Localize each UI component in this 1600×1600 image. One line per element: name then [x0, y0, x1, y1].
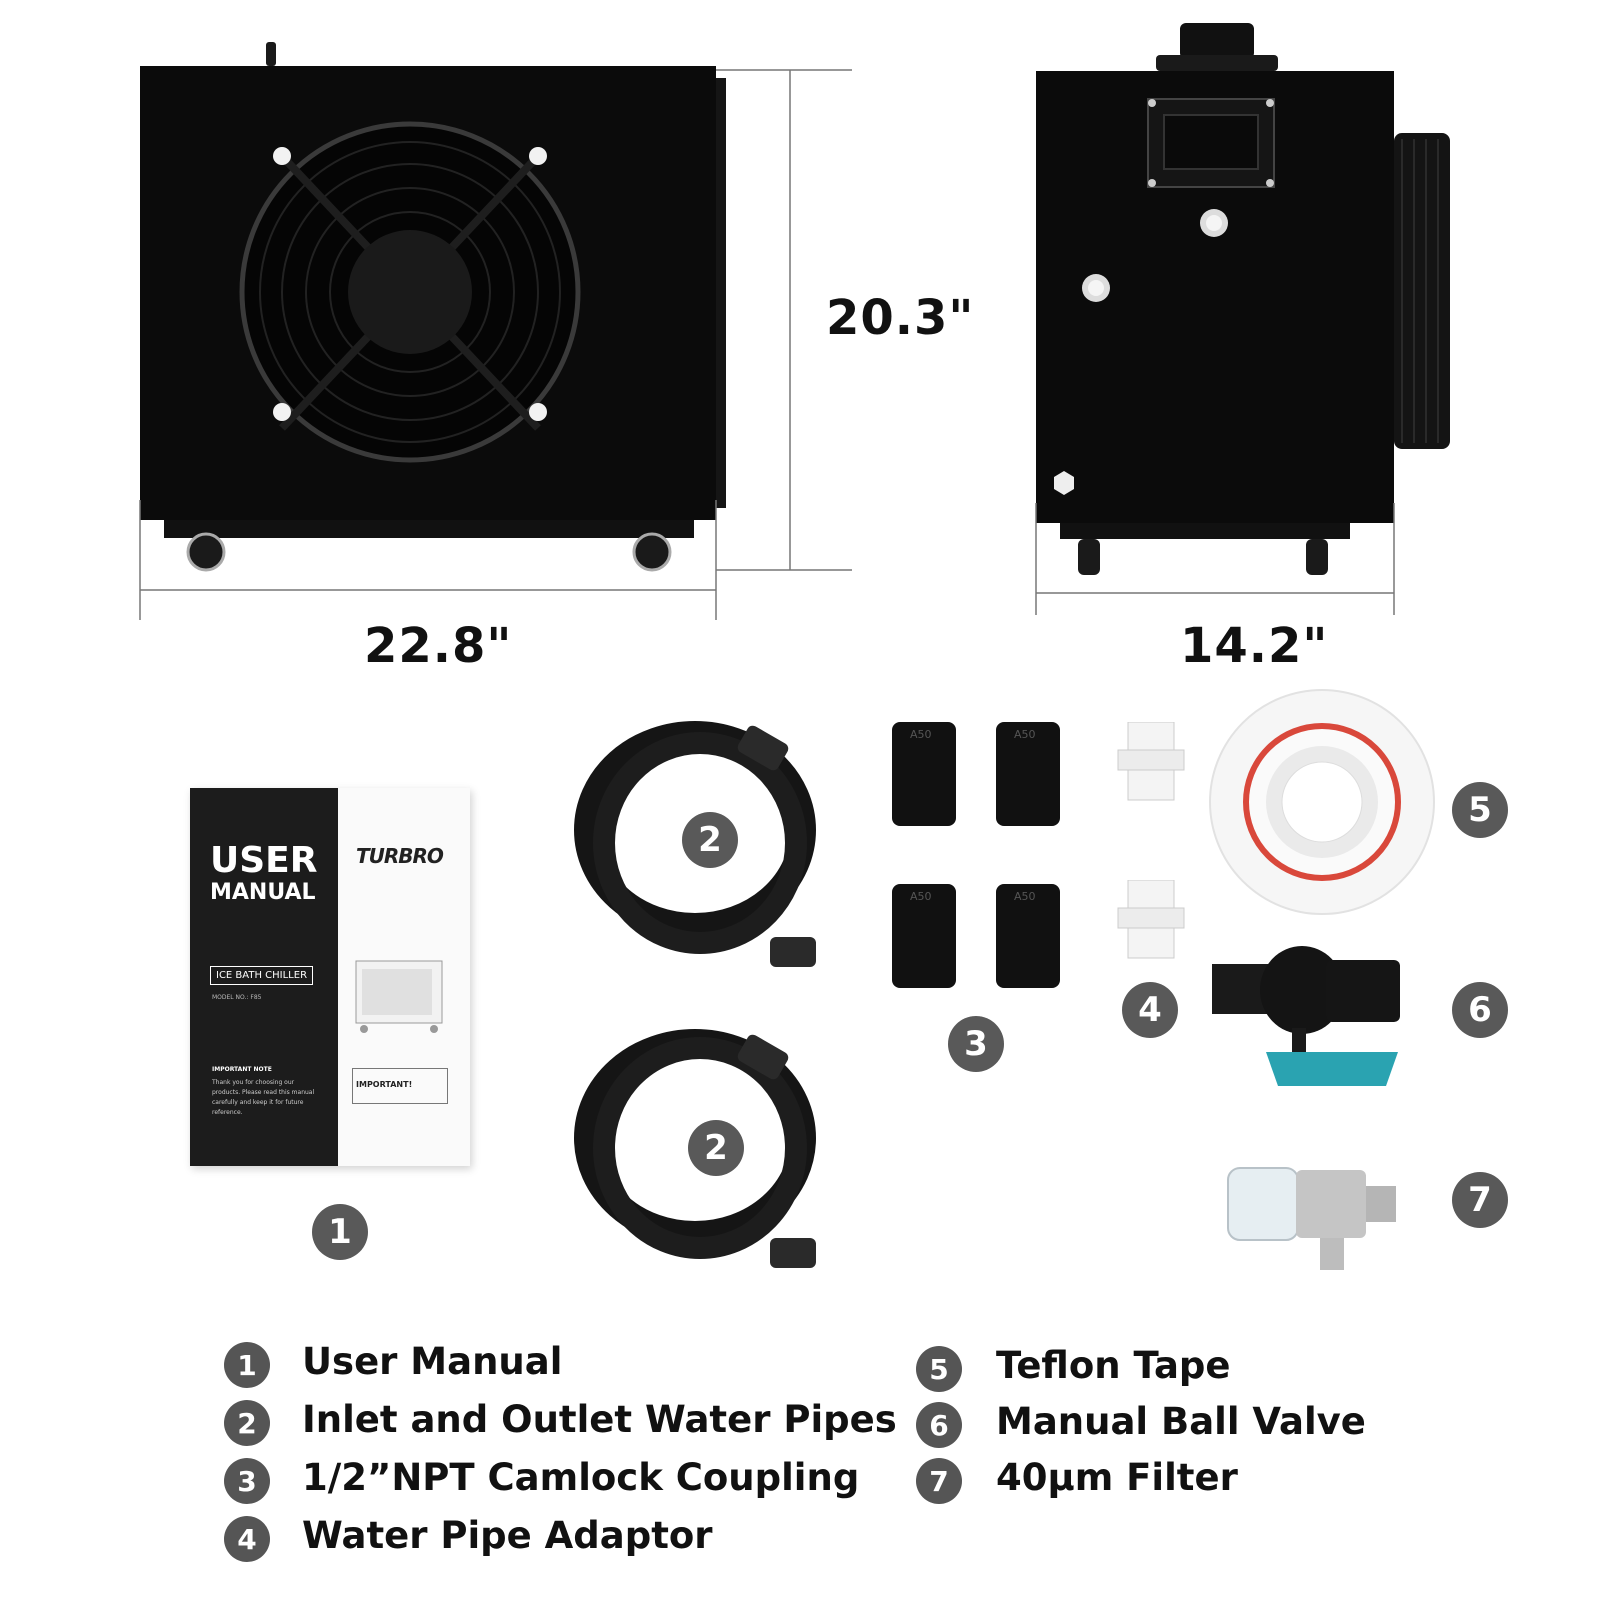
marker-5: 5 — [1452, 782, 1508, 838]
water-pipe-hose-bottom — [574, 1029, 816, 1268]
legend-number-3: 3 — [224, 1458, 270, 1504]
manual-model-number: MODEL NO.: F85 — [212, 994, 262, 1001]
chiller-side-view — [1035, 23, 1450, 615]
filter-40um — [1227, 1167, 1396, 1270]
water-pipe-adaptor-top — [1117, 722, 1185, 801]
legend-label-user-manual: User Manual — [302, 1340, 563, 1383]
marker-6: 6 — [1452, 982, 1508, 1038]
manual-important-label: IMPORTANT! — [356, 1080, 413, 1089]
coupling-mark: A50 — [910, 890, 932, 903]
manual-title-line2: MANUAL — [210, 880, 316, 905]
legend-number-4: 4 — [224, 1516, 270, 1562]
camlock-coupling-2: A50 — [996, 722, 1066, 826]
depth-dimension-label: 14.2" — [1180, 618, 1329, 674]
marker-3: 3 — [948, 1016, 1004, 1072]
manual-cover-dark-panel — [190, 788, 338, 1166]
marker-7: 7 — [1452, 1172, 1508, 1228]
manual-ball-valve — [1212, 946, 1400, 1086]
marker-4: 4 — [1122, 982, 1178, 1038]
legend-label-teflon-tape: Teflon Tape — [996, 1344, 1231, 1387]
water-pipe-adaptor-bottom — [1117, 880, 1185, 959]
legend-number-2: 2 — [224, 1400, 270, 1446]
legend-label-filter: 40μm Filter — [996, 1456, 1238, 1499]
manual-note-heading: IMPORTANT NOTE — [212, 1066, 272, 1073]
height-dimension-label: 20.3" — [826, 290, 975, 346]
legend-label-pipe-adaptor: Water Pipe Adaptor — [302, 1514, 713, 1557]
width-dimension-label: 22.8" — [364, 618, 513, 674]
camlock-coupling-3: A50 — [892, 884, 962, 988]
legend-number-7: 7 — [916, 1458, 962, 1504]
manual-title-line1: USER — [210, 840, 318, 881]
marker-1: 1 — [312, 1204, 368, 1260]
legend-label-camlock-coupling: 1/2”NPT Camlock Coupling — [302, 1456, 860, 1499]
manual-chiller-illustration — [355, 960, 443, 1033]
legend-label-water-pipes: Inlet and Outlet Water Pipes — [302, 1398, 897, 1441]
teflon-tape-roll — [1209, 689, 1435, 915]
coupling-mark: A50 — [910, 728, 932, 741]
legend-number-6: 6 — [916, 1402, 962, 1448]
legend-number-1: 1 — [224, 1342, 270, 1388]
camlock-coupling-1: A50 — [892, 722, 962, 826]
coupling-mark: A50 — [1014, 728, 1036, 741]
water-pipe-hose-top — [574, 721, 816, 967]
manual-important-box — [352, 1068, 448, 1104]
legend-label-ball-valve: Manual Ball Valve — [996, 1400, 1366, 1443]
coupling-mark: A50 — [1014, 890, 1036, 903]
marker-2-top: 2 — [682, 812, 738, 868]
legend-number-5: 5 — [916, 1346, 962, 1392]
marker-2-bottom: 2 — [688, 1120, 744, 1176]
manual-brand-logo: TURBRO — [356, 844, 444, 868]
manual-note-body: Thank you for choosing our products. Ple… — [212, 1079, 315, 1116]
manual-product-box: ICE BATH CHILLER — [210, 966, 314, 985]
user-manual-booklet: USER MANUAL ICE BATH CHILLER MODEL NO.: … — [190, 788, 470, 1166]
chiller-front-view — [139, 42, 852, 620]
camlock-coupling-4: A50 — [996, 884, 1066, 988]
